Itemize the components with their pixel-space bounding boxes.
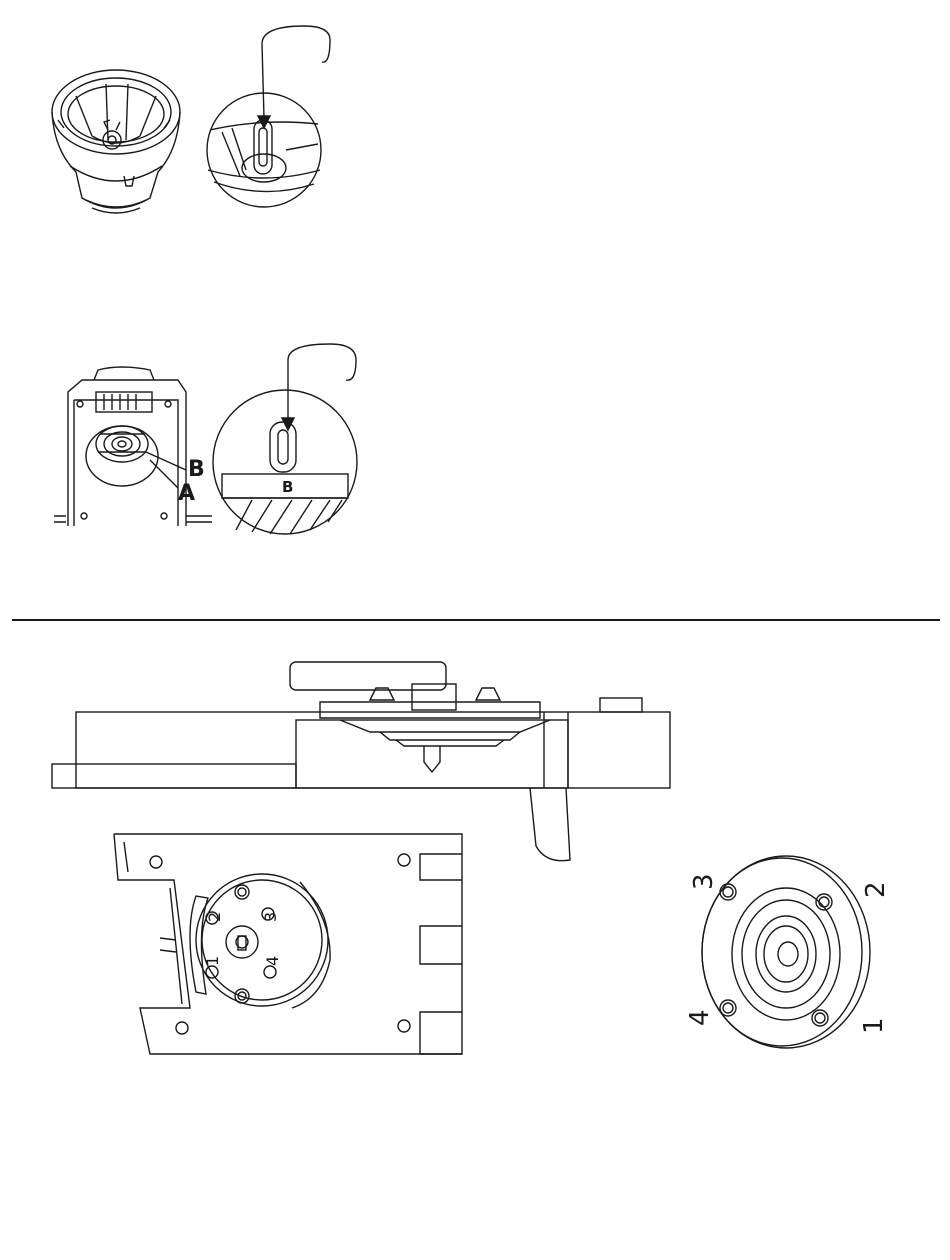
plate-hole-1: 1	[203, 956, 222, 966]
disc-hole-3: 3	[689, 873, 719, 890]
arrow-head-2	[282, 418, 294, 430]
numbered-disc: 1 2 3 4	[685, 856, 891, 1048]
plate-hole-2: 2	[205, 912, 224, 922]
label-a: A	[178, 481, 195, 506]
jug-detail-circle	[207, 26, 330, 207]
hook-arrow-line	[262, 26, 330, 118]
side-section-view	[52, 662, 670, 861]
hook-arrow-line-2	[288, 344, 356, 420]
plate-hole-3: 3	[261, 912, 280, 922]
disc-hole-4: 4	[685, 1009, 715, 1026]
disc-hole-1: 1	[859, 1017, 889, 1034]
plate-b-label: B	[282, 478, 293, 496]
jug-drawing	[52, 70, 180, 213]
disc-hole-2: 2	[861, 881, 891, 898]
base-plate-top-view: 1 2 3 4	[114, 834, 462, 1054]
base-detail-circle: B	[213, 344, 357, 534]
base-unit-drawing: B A	[54, 367, 212, 526]
label-b: B	[188, 457, 205, 482]
plate-hole-4: 4	[263, 956, 282, 966]
